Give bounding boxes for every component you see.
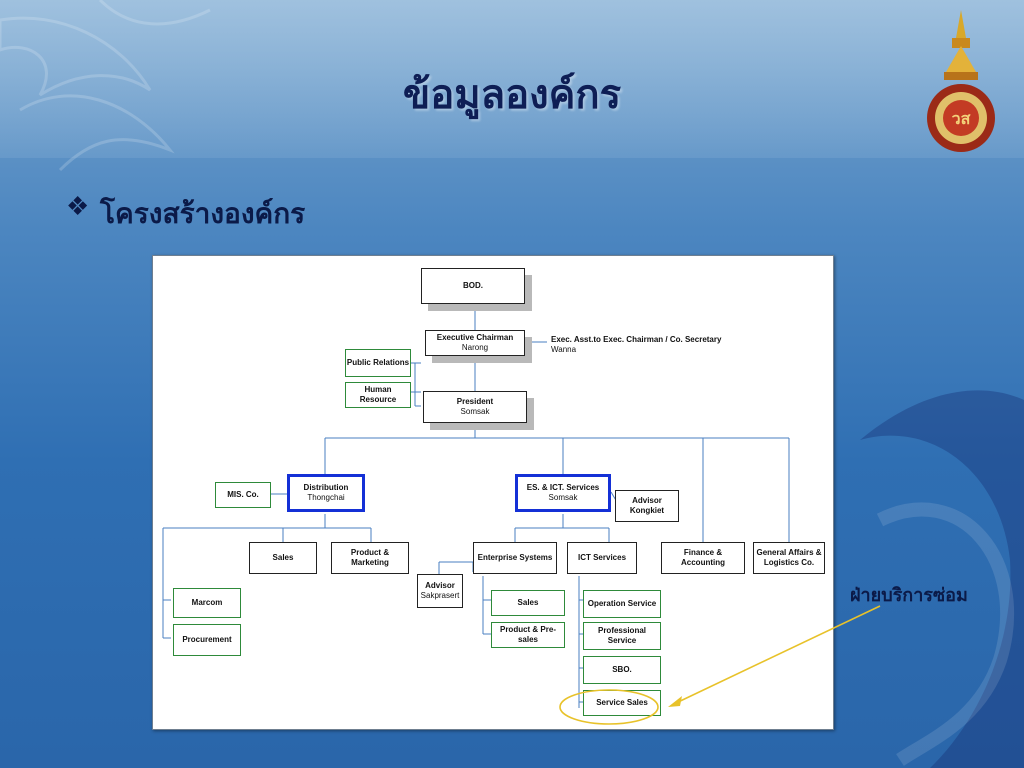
es-sales-label: Sales [517,598,539,607]
header-band [0,0,1024,158]
general-affairs-node: General Affairs & Logistics Co. [753,542,825,574]
advisor-sakprasert-node: Advisor Sakprasert [417,574,463,608]
slide-title: ข้อมูลองค์กร [402,71,622,118]
ict-services-label: ICT Services [577,553,627,562]
professional-service-node: Professional Service [583,622,661,650]
operation-service-node: Operation Service [583,590,661,618]
enterprise-systems-label: Enterprise Systems [477,553,553,562]
product-marketing-label: Product & Marketing [350,548,390,567]
svg-text:วส: วส [952,109,971,128]
product-presales-node: Product & Pre-sales [491,622,565,648]
president-title: President [456,397,494,406]
advisor-top-title: Advisor [632,496,662,505]
es-ict-name: Somsak [548,493,578,502]
es-sales-node: Sales [491,590,565,616]
ict-services-node: ICT Services [567,542,637,574]
service-sales-label: Service Sales [596,698,648,707]
marcom-label: Marcom [191,598,223,607]
finance-accounting-node: Finance & Accounting [661,542,745,574]
diamond-bullet-icon: ❖ [66,192,90,222]
product-presales-label: Product & Pre-sales [499,625,556,644]
slide-subtitle: โครงสร้างองค์กร [100,197,306,230]
executive-chairman-node: Executive Chairman Narong [425,330,525,356]
exec-asst-name: Wanna [551,345,577,354]
human-resource-label: Human Resource [359,385,397,404]
sbo-label: SBO. [612,665,632,674]
finance-label: Finance & Accounting [681,548,725,567]
public-relations-label: Public Relations [346,358,410,367]
es-ict-services-node: ES. & ICT. Services Somsak [515,474,611,512]
enterprise-systems-node: Enterprise Systems [473,542,557,574]
exec-assistant-note: Exec. Asst.to Exec. Chairman / Co. Secre… [551,335,721,355]
operation-service-label: Operation Service [587,599,657,608]
distribution-name: Thongchai [307,493,345,502]
advisor-top-name: Kongkiet [629,506,665,515]
bod-node: BOD. [421,268,525,304]
exec-chairman-title: Executive Chairman [436,333,514,342]
mis-label: MIS. Co. [227,490,259,499]
mis-node: MIS. Co. [215,482,271,508]
president-name: Somsak [460,407,490,416]
product-marketing-node: Product & Marketing [331,542,409,574]
es-ict-title: ES. & ICT. Services [526,483,600,492]
marcom-node: Marcom [173,588,241,618]
sbo-node: SBO. [583,656,661,684]
distribution-title: Distribution [303,483,349,492]
service-callout-label: ฝ่ายบริการซ่อม [850,585,968,606]
college-emblem-logo: วส [924,8,998,164]
general-affairs-label: General Affairs & Logistics Co. [756,548,822,567]
sales-label: Sales [272,553,294,562]
service-sales-node: Service Sales [583,690,661,716]
procurement-label: Procurement [182,635,232,644]
org-chart-panel: BOD. Executive Chairman Narong Exec. Ass… [152,255,834,730]
advisor-kongkiet-node: Advisor Kongkiet [615,490,679,522]
sales-node: Sales [249,542,317,574]
advisor-es-title: Advisor [425,581,455,590]
bod-label: BOD. [463,281,483,290]
professional-service-label: Professional Service [597,626,646,645]
exec-asst-title: Exec. Asst.to Exec. Chairman / Co. Secre… [551,335,722,344]
president-node: President Somsak [423,391,527,423]
procurement-node: Procurement [173,624,241,656]
org-chart-connectors [162,306,790,708]
human-resource-node: Human Resource [345,382,411,408]
public-relations-node: Public Relations [345,349,411,377]
advisor-es-name: Sakprasert [420,591,460,600]
distribution-node: Distribution Thongchai [287,474,365,512]
exec-chairman-name: Narong [461,343,489,352]
